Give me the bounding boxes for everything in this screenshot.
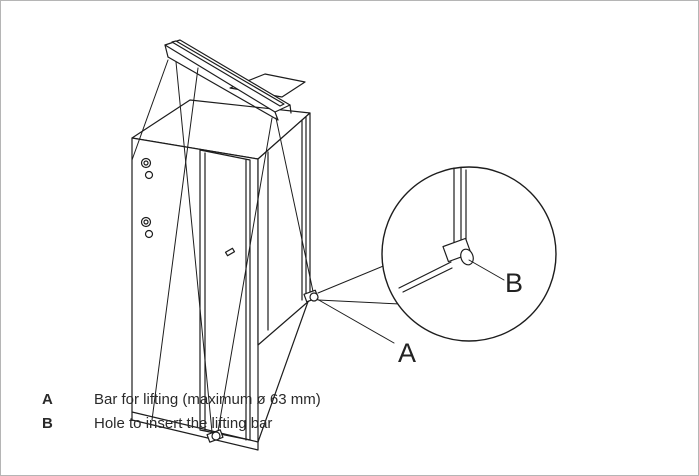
- unit-cabinet: [131, 73, 311, 451]
- lifting-bar-ends: [206, 289, 319, 443]
- legend-key: A: [42, 391, 53, 408]
- legend-item-b: B Hole to insert the lifting bar: [42, 415, 321, 439]
- lifting-slings: [131, 59, 315, 438]
- detail-magnifier: [317, 166, 557, 342]
- legend: A Bar for lifting (maximum ø 63 mm) B Ho…: [42, 391, 321, 439]
- lifting-beam: [164, 39, 292, 121]
- legend-key: B: [42, 415, 53, 432]
- legend-item-a: A Bar for lifting (maximum ø 63 mm): [42, 391, 321, 415]
- leader-line-a: [316, 298, 395, 344]
- callout-b: B: [505, 268, 523, 298]
- legend-text: Hole to insert the lifting bar: [94, 415, 273, 432]
- leader-line-b: [468, 259, 505, 281]
- legend-text: Bar for lifting (maximum ø 63 mm): [94, 391, 321, 408]
- callout-a: A: [398, 338, 416, 368]
